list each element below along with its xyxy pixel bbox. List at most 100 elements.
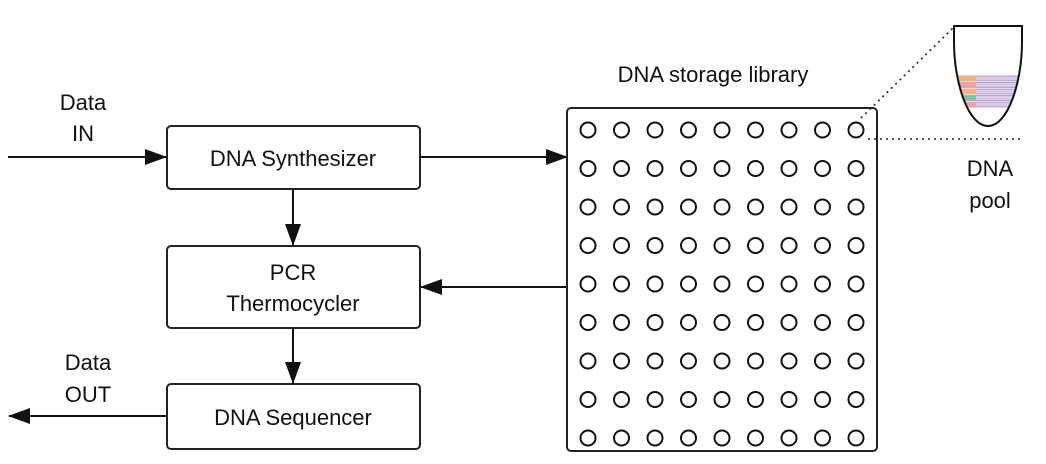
dna-strand xyxy=(954,88,1022,95)
dna-sequencer-box: DNA Sequencer xyxy=(166,383,421,450)
library-well xyxy=(780,352,798,370)
library-well xyxy=(680,275,697,293)
dna-pool-label-line2: pool xyxy=(969,188,1011,213)
library-well xyxy=(847,121,865,139)
library-well xyxy=(613,391,630,408)
library-well xyxy=(713,352,731,370)
library-well xyxy=(814,352,831,370)
library-well xyxy=(814,275,831,293)
pcr-label-line2: Thermocycler xyxy=(226,291,359,316)
zoom-line-upper xyxy=(860,27,954,119)
library-well xyxy=(780,314,798,331)
library-well xyxy=(713,429,731,447)
dna-synthesizer-box: DNA Synthesizer xyxy=(166,125,421,190)
library-well xyxy=(713,198,731,216)
library-well xyxy=(814,429,831,447)
library-well xyxy=(646,121,664,139)
library-well xyxy=(847,275,865,293)
library-well xyxy=(579,429,597,447)
library-well xyxy=(579,391,597,408)
library-well xyxy=(646,160,664,177)
library-well xyxy=(613,237,630,254)
library-well xyxy=(646,352,664,370)
library-well xyxy=(814,198,831,216)
dna-strand xyxy=(954,95,1022,101)
library-well xyxy=(747,275,764,293)
library-well xyxy=(613,275,630,293)
library-wells-grid xyxy=(579,121,865,447)
library-well xyxy=(780,429,798,447)
library-well xyxy=(780,121,798,139)
library-well xyxy=(747,198,764,216)
library-well xyxy=(579,160,597,177)
library-well xyxy=(646,391,664,408)
dna-strand xyxy=(954,82,1022,88)
library-well xyxy=(579,237,597,254)
dna-strand-tag xyxy=(954,95,976,101)
dna-strand-tag xyxy=(954,76,976,81)
dna-strand xyxy=(954,101,1022,108)
library-well xyxy=(646,275,664,293)
library-well xyxy=(814,314,831,331)
dna-strand xyxy=(954,75,1022,82)
library-well xyxy=(847,160,865,177)
library-well xyxy=(646,198,664,216)
data-out-label-line1: Data xyxy=(65,350,112,375)
data-in-label-line2: IN xyxy=(72,121,94,146)
library-well xyxy=(847,352,865,370)
library-well xyxy=(646,429,664,447)
library-well xyxy=(847,314,865,331)
library-well xyxy=(713,314,731,331)
pcr-label-line1: PCR xyxy=(270,260,316,285)
library-well xyxy=(747,314,764,331)
library-well xyxy=(780,237,798,254)
data-out-label-line2: OUT xyxy=(65,382,111,407)
dna-strand-tag xyxy=(954,89,976,94)
library-well xyxy=(747,237,764,254)
library-well xyxy=(747,121,764,139)
library-well xyxy=(579,275,597,293)
library-well xyxy=(613,429,630,447)
library-well xyxy=(713,237,731,254)
library-well xyxy=(847,429,865,447)
dna-sequencer-label: DNA Sequencer xyxy=(214,405,372,430)
dna-strands xyxy=(954,75,1022,108)
library-well xyxy=(780,198,798,216)
pcr-thermocycler-box: PCR Thermocycler xyxy=(166,245,421,329)
library-well xyxy=(780,160,798,177)
library-well xyxy=(579,198,597,216)
library-well xyxy=(814,121,831,139)
library-well xyxy=(680,160,697,177)
library-well xyxy=(814,391,831,408)
library-well xyxy=(680,429,697,447)
library-well xyxy=(613,121,630,139)
library-title: DNA storage library xyxy=(618,62,809,87)
library-well xyxy=(713,391,731,408)
library-well xyxy=(680,237,697,254)
library-well xyxy=(680,121,697,139)
dna-strand-tag xyxy=(954,82,976,88)
library-well xyxy=(847,391,865,408)
library-well xyxy=(747,352,764,370)
library-well xyxy=(579,352,597,370)
library-well xyxy=(680,391,697,408)
library-well xyxy=(747,160,764,177)
library-well xyxy=(814,237,831,254)
library-well xyxy=(646,237,664,254)
library-well xyxy=(613,352,630,370)
data-in-label-line1: Data xyxy=(60,90,107,115)
library-well xyxy=(713,121,731,139)
library-well xyxy=(613,198,630,216)
library-well xyxy=(814,160,831,177)
library-well xyxy=(613,160,630,177)
library-well xyxy=(780,275,798,293)
library-well xyxy=(847,237,865,254)
library-well xyxy=(780,391,798,408)
dna-pool-label-line1: DNA xyxy=(967,156,1014,181)
library-well xyxy=(747,391,764,408)
dna-pool-tube-icon xyxy=(953,25,1023,128)
library-well xyxy=(680,314,697,331)
library-well xyxy=(579,314,597,331)
library-well xyxy=(680,352,697,370)
